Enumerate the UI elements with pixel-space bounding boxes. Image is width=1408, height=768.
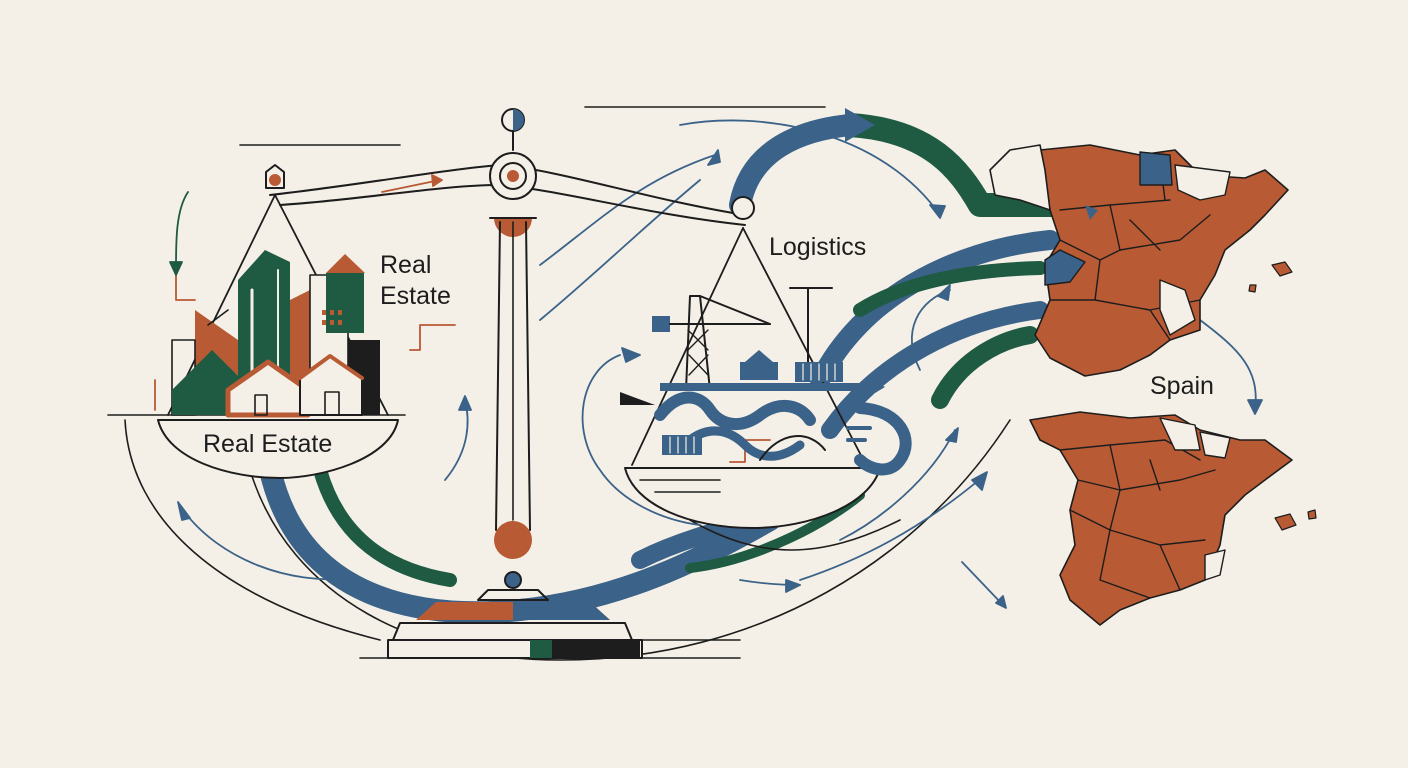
navy-thin-arrow-down <box>961 561 1004 606</box>
flow-arrows <box>259 108 1072 624</box>
forest-flow-arc-map-2 <box>853 261 1047 317</box>
scale-column-knob <box>494 521 532 559</box>
real-estate-label: Real Estate <box>380 250 451 312</box>
rust-arrow-small <box>381 179 441 193</box>
balance-scale <box>269 108 746 659</box>
scale-column <box>495 221 531 531</box>
port-illustration <box>620 287 912 476</box>
logistics-label: Logistics <box>769 233 867 261</box>
spain-label: Spain <box>1150 372 1214 400</box>
right-pan-bowl <box>624 467 881 529</box>
real-estate-label-line2: Estate <box>380 282 451 310</box>
buildings-illustration <box>171 250 380 418</box>
scale-base-top <box>477 589 549 601</box>
navy-thin-arrow-7 <box>839 429 956 541</box>
real-estate-label-line1: Real <box>380 251 432 279</box>
navy-thin-arrow-5 <box>182 509 351 581</box>
forest-arrow-left <box>169 191 189 276</box>
navy-thin-arrow-3 <box>539 179 701 321</box>
logistics-sweep-arc <box>689 519 901 551</box>
forest-flow-arc-bottom <box>313 463 457 587</box>
navy-flow-arc-top <box>729 114 861 216</box>
spain-map-top <box>989 144 1293 377</box>
spain-map-bottom <box>1029 411 1317 626</box>
forest-flow-arc-top <box>838 113 1072 217</box>
rust-step-line-3 <box>175 264 196 301</box>
navy-thin-arrow-4 <box>581 354 701 526</box>
real-estate-bowl-label: Real Estate <box>203 430 333 458</box>
left-pan-bowl <box>157 419 399 479</box>
navy-thin-arrow-spain <box>1199 319 1257 411</box>
navy-thin-arrow-2 <box>679 119 941 216</box>
navy-thin-arrow-9 <box>799 474 986 581</box>
left-sweep-arc <box>124 419 381 641</box>
navy-flow-arc-map-3 <box>821 301 1049 439</box>
navy-thin-arrow-1 <box>539 154 716 266</box>
left-pan <box>157 164 399 479</box>
navy-thin-arrow-10 <box>444 399 469 481</box>
right-pan <box>620 196 912 529</box>
rust-step-line-1 <box>409 324 456 351</box>
thin-navy-arrows <box>177 119 1263 609</box>
forest-flow-arc-map-4 <box>931 326 1039 409</box>
navy-arrow-head-top <box>845 108 875 142</box>
